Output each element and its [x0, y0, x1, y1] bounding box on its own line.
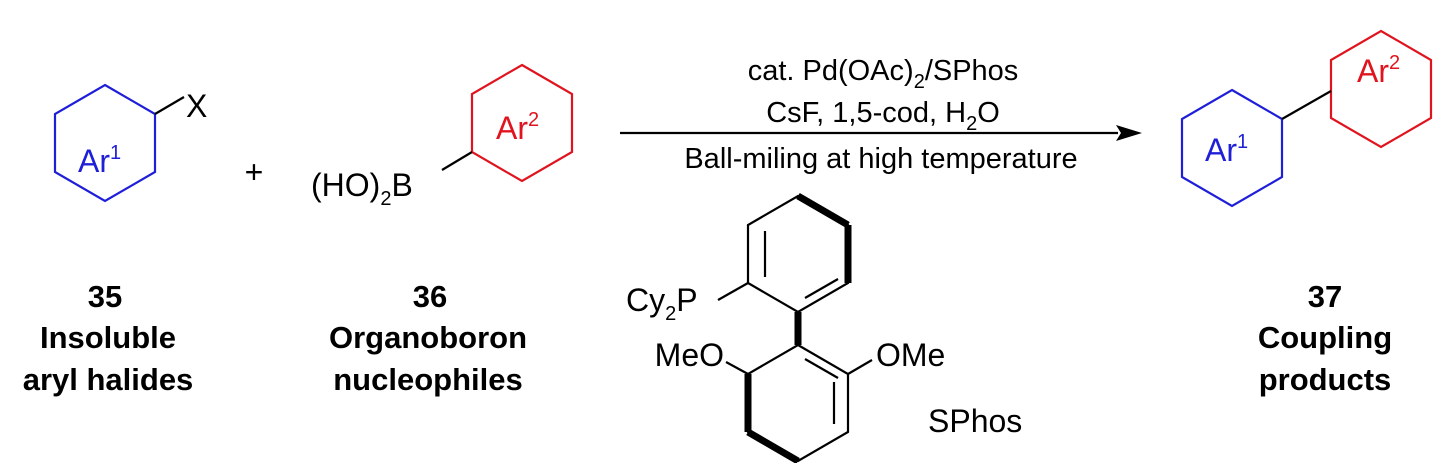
upper-ring-bold-bond-1: [796, 192, 850, 229]
caption-35-line1: Insoluble: [40, 320, 176, 355]
ar2-ring: [470, 63, 574, 183]
c-x-bond: [154, 96, 185, 115]
ome-left-bond: [725, 361, 749, 375]
compound-number-36: 36: [413, 279, 447, 314]
ar1-label: Ar1: [78, 142, 121, 179]
ome-right-label: OMe: [876, 337, 945, 373]
condition-line2: CsF, 1,5-cod, H2O: [766, 97, 1000, 135]
compound-number-35: 35: [88, 279, 122, 314]
plus-sign: +: [245, 154, 264, 190]
sphos-ligand: Cy2P MeO OMe SPhos: [626, 192, 1022, 463]
reaction-arrow-head: [1116, 125, 1142, 141]
product-ar2-label: Ar2: [1357, 52, 1400, 89]
sphos-name: SPhos: [928, 403, 1022, 439]
product-37: Ar1 Ar2 37 Coupling products: [1180, 29, 1433, 397]
lower-ring-inner-double-1: [804, 358, 839, 379]
lower-ring-bold-bond-2: [746, 428, 800, 463]
x-label: X: [186, 88, 207, 124]
upper-ring-inner-double-2: [804, 278, 839, 299]
p-c-bond: [717, 282, 749, 301]
condition-line1: cat. Pd(OAc)2/SPhos: [748, 55, 1019, 93]
ome-left-label: MeO: [655, 337, 724, 373]
caption-35-line2: aryl halides: [23, 362, 194, 397]
boron-label: (HO)2B: [311, 167, 413, 210]
caption-37-line1: Coupling: [1258, 320, 1392, 355]
reactant-36: (HO)2B Ar2 36 Organoboron nucleophiles: [311, 63, 574, 397]
caption-36-line2: nucleophiles: [333, 362, 522, 397]
product-ar2-ring: [1329, 29, 1433, 149]
product-ar1-label: Ar1: [1205, 131, 1248, 168]
ar2-label: Ar2: [496, 109, 539, 146]
condition-line3: Ball-miling at high temperature: [684, 143, 1077, 175]
caption-37-line2: products: [1259, 362, 1392, 397]
b-c-bond: [441, 151, 473, 171]
compound-number-37: 37: [1308, 279, 1342, 314]
caption-36-line1: Organoboron: [329, 320, 527, 355]
biaryl-product-bond: [1281, 90, 1332, 120]
reaction-conditions: cat. Pd(OAc)2/SPhos CsF, 1,5-cod, H2O Ba…: [620, 55, 1142, 175]
reactant-35: X Ar1 35 Insoluble aryl halides: [23, 83, 207, 397]
ome-right-bond: [847, 359, 873, 375]
cy2p-label: Cy2P: [626, 282, 698, 325]
